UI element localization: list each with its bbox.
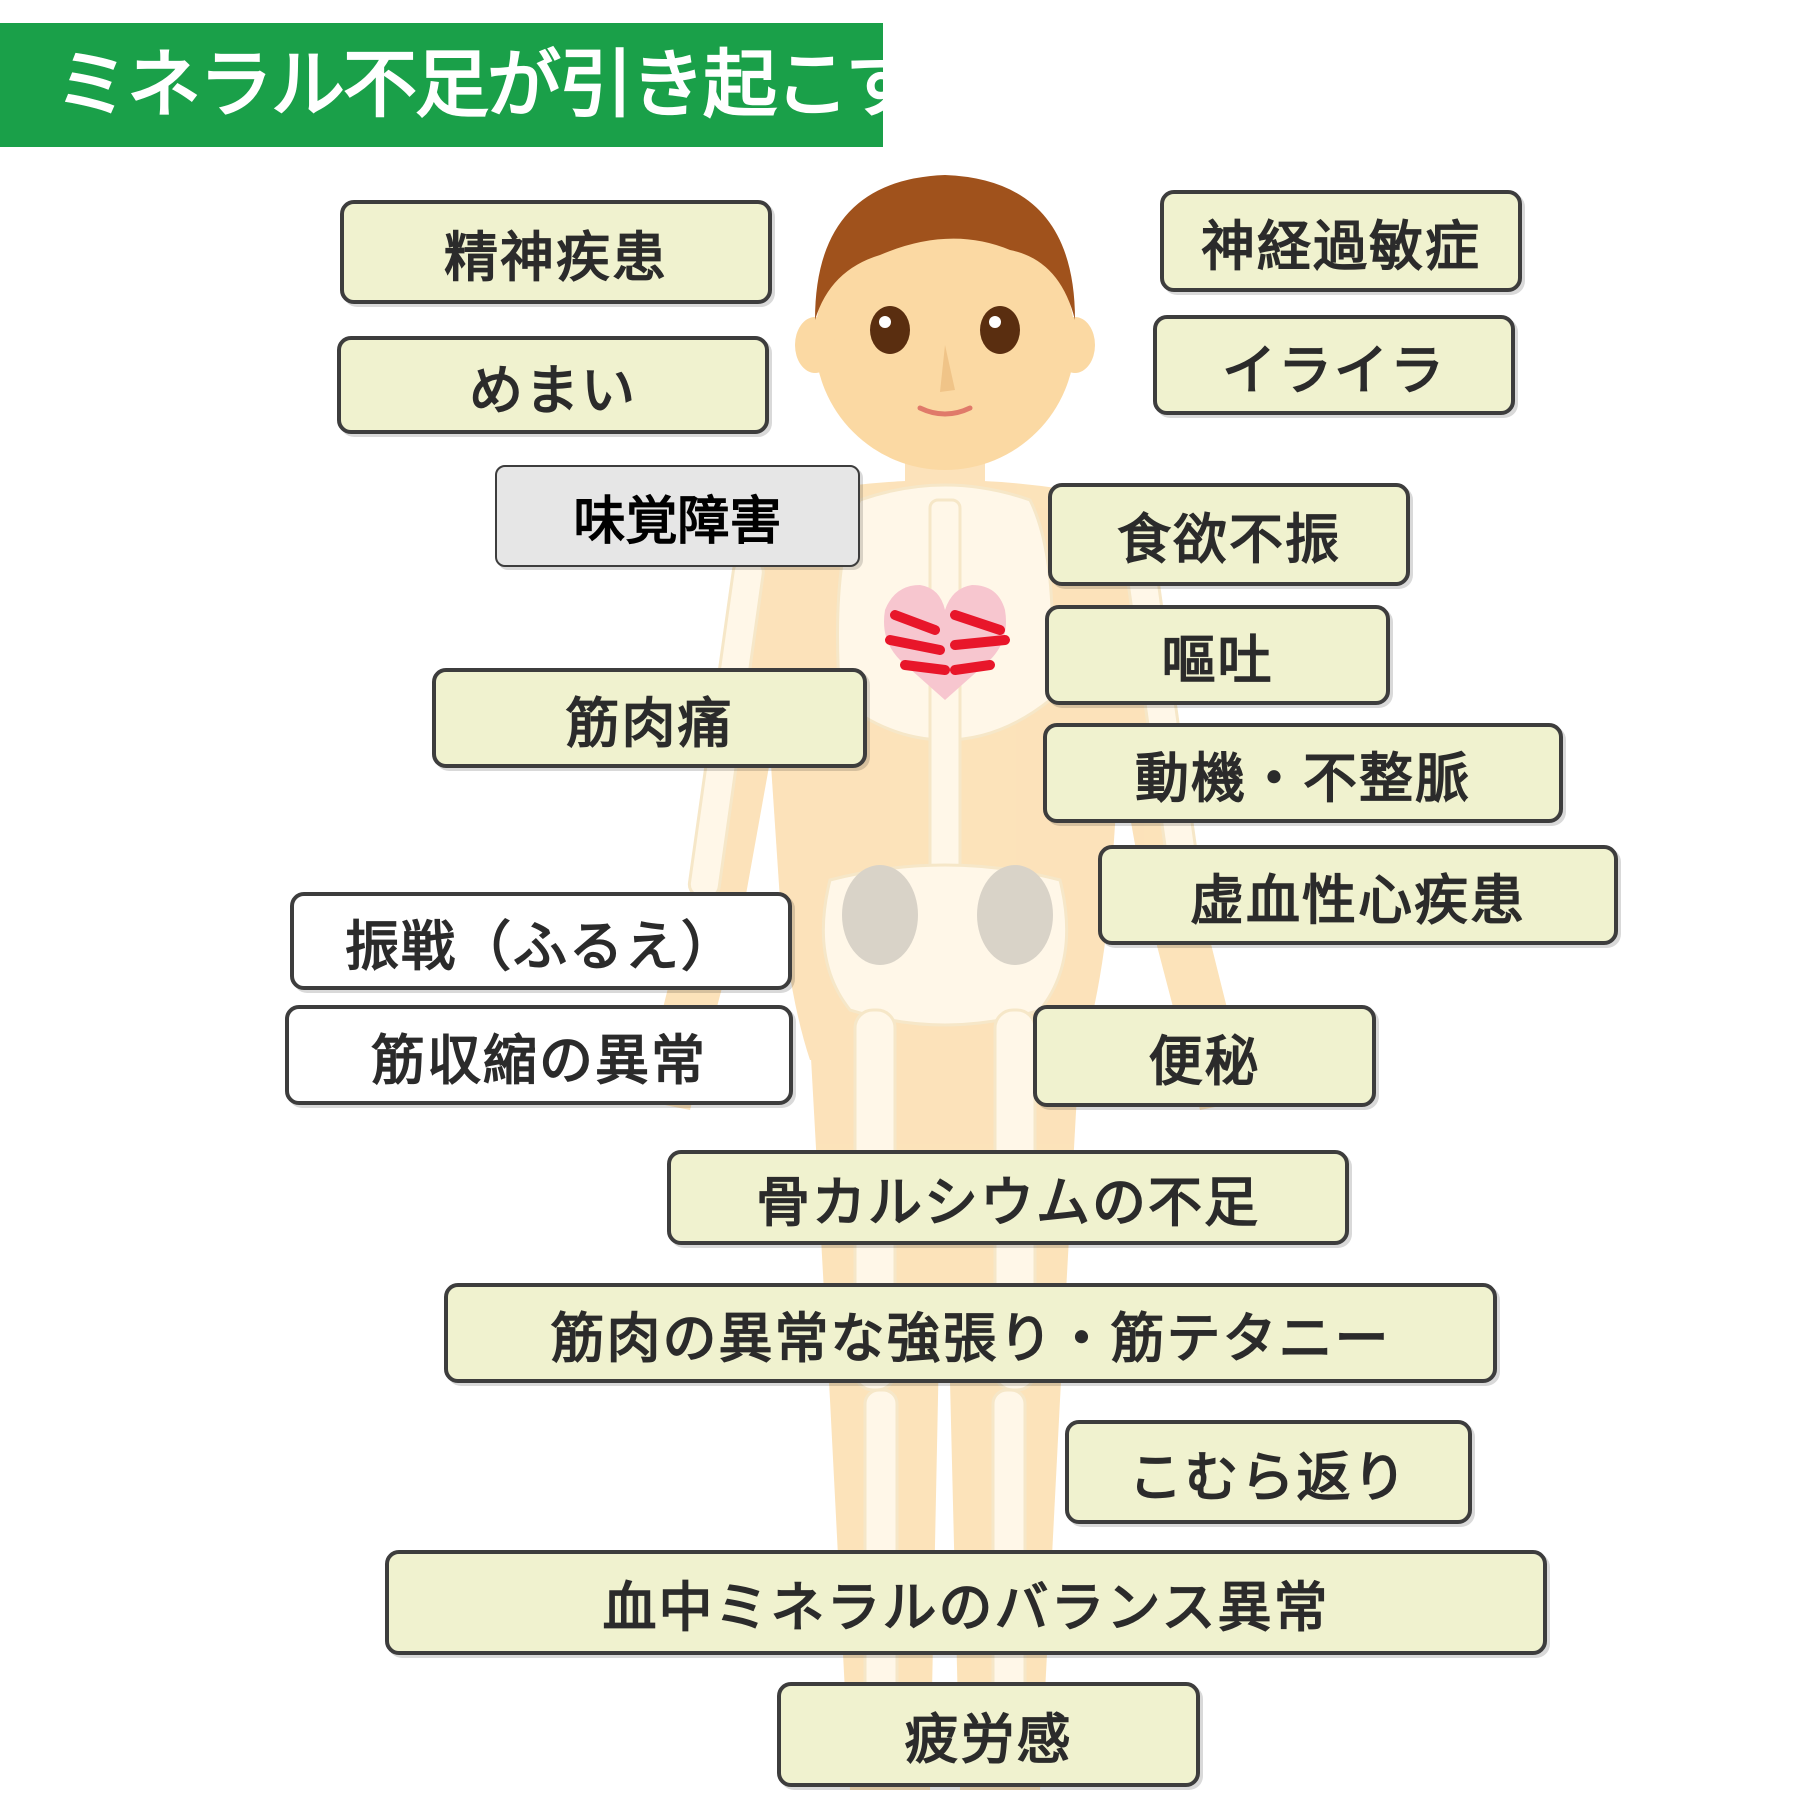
left-eye (870, 306, 910, 354)
label-mikaku-shogai: 味覚障害 (495, 465, 860, 567)
label-douki-fuseimyaku: 動機・不整脈 (1043, 723, 1563, 823)
heart-icon (884, 585, 1010, 700)
label-hone-calcium-fusoku: 骨カルシウムの不足 (667, 1150, 1349, 1245)
label-shinkei-kabinsho: 神経過敏症 (1160, 190, 1522, 292)
label-iraira: イライラ (1153, 315, 1515, 415)
label-kinniku-tetany: 筋肉の異常な強張り・筋テタニー (444, 1283, 1497, 1383)
label-kinshukushuku-ijo: 筋収縮の異常 (285, 1005, 793, 1105)
label-ketchu-mineral-balance: 血中ミネラルのバランス異常 (385, 1550, 1547, 1655)
label-shokuyoku-fushin: 食欲不振 (1048, 483, 1410, 586)
right-eye (980, 306, 1020, 354)
label-shinsen: 振戦（ふるえ） (290, 892, 792, 990)
head (795, 175, 1095, 470)
pelvis-shadow-left (842, 865, 918, 965)
label-memai: めまい (337, 336, 769, 434)
label-outo: 嘔吐 (1045, 605, 1390, 705)
label-hiroukan: 疲労感 (777, 1682, 1200, 1787)
label-komura-gaeri: こむら返り (1065, 1420, 1472, 1524)
title-bar: ミネラル不足が引き起こす症状 (0, 23, 1064, 147)
label-kinnikutsu: 筋肉痛 (432, 668, 867, 768)
pelvis-shadow-right (977, 865, 1053, 965)
label-benpi: 便秘 (1033, 1005, 1376, 1107)
label-seishin-shikkan: 精神疾患 (340, 200, 772, 304)
hair (815, 175, 1075, 320)
page-title: ミネラル不足が引き起こす症状 (55, 42, 1064, 128)
label-kyoketsusei-shinshikkan: 虚血性心疾患 (1098, 845, 1618, 945)
